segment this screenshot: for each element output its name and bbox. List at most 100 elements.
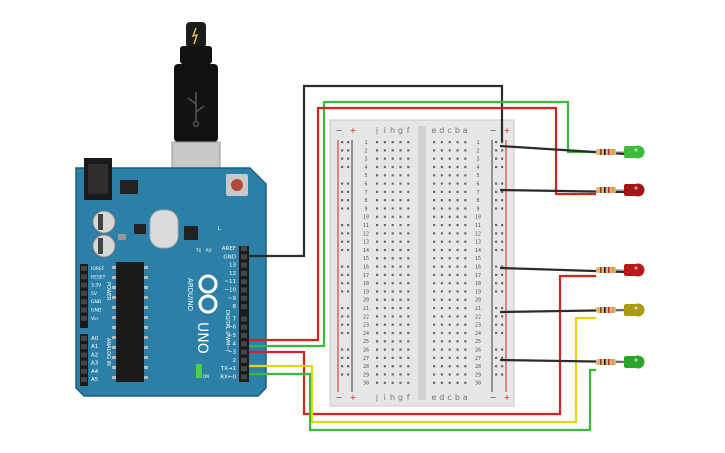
tie-hole[interactable] [456, 365, 459, 368]
rail-hole[interactable] [495, 207, 498, 210]
tie-hole[interactable] [376, 257, 379, 260]
rail-hole[interactable] [495, 190, 498, 193]
tie-hole[interactable] [383, 257, 386, 260]
tie-hole[interactable] [448, 215, 451, 218]
tie-hole[interactable] [407, 323, 410, 326]
tie-hole[interactable] [456, 323, 459, 326]
pin-d4[interactable] [241, 341, 247, 347]
tie-hole[interactable] [440, 174, 443, 177]
tie-hole[interactable] [407, 290, 410, 293]
tie-hole[interactable] [376, 315, 379, 318]
tie-hole[interactable] [440, 290, 443, 293]
pin-d12[interactable] [241, 270, 247, 276]
power-pin[interactable] [81, 266, 87, 271]
led-1[interactable] [596, 145, 645, 159]
tie-hole[interactable] [448, 282, 451, 285]
rail-hole[interactable] [501, 199, 504, 202]
tie-hole[interactable] [376, 298, 379, 301]
tie-hole[interactable] [399, 248, 402, 252]
rail-hole[interactable] [347, 182, 350, 185]
pin-d1[interactable] [241, 366, 247, 372]
pin-d0[interactable] [241, 374, 247, 380]
tie-hole[interactable] [464, 307, 467, 310]
rail-hole[interactable] [495, 348, 498, 351]
rail-hole[interactable] [341, 248, 344, 252]
tie-hole[interactable] [456, 265, 459, 268]
tie-hole[interactable] [383, 182, 386, 185]
tie-hole[interactable] [456, 356, 459, 359]
tie-hole[interactable] [391, 365, 394, 368]
rail-hole[interactable] [495, 373, 498, 376]
tie-hole[interactable] [391, 232, 394, 235]
tie-hole[interactable] [448, 340, 451, 343]
rail-hole[interactable] [341, 348, 344, 351]
tie-hole[interactable] [391, 174, 394, 177]
rail-hole[interactable] [347, 282, 350, 285]
tie-hole[interactable] [448, 141, 451, 144]
tie-hole[interactable] [440, 240, 443, 243]
rail-hole[interactable] [347, 356, 350, 359]
led-2[interactable] [596, 183, 645, 197]
tie-hole[interactable] [440, 141, 443, 144]
tie-hole[interactable] [433, 199, 436, 202]
power-pin[interactable] [81, 282, 87, 288]
tie-hole[interactable] [448, 199, 451, 202]
tie-hole[interactable] [383, 248, 386, 252]
tie-hole[interactable] [376, 215, 379, 218]
tie-hole[interactable] [456, 207, 459, 210]
rail-hole[interactable] [347, 365, 350, 368]
rail-hole[interactable] [501, 323, 504, 326]
rail-hole[interactable] [501, 273, 504, 276]
tie-hole[interactable] [456, 307, 459, 310]
tie-hole[interactable] [440, 348, 443, 351]
tie-hole[interactable] [399, 307, 402, 310]
tie-hole[interactable] [456, 248, 459, 252]
tie-hole[interactable] [440, 340, 443, 343]
tie-hole[interactable] [391, 298, 394, 301]
tie-hole[interactable] [407, 340, 410, 343]
tie-hole[interactable] [464, 174, 467, 177]
power-pin[interactable] [81, 290, 87, 296]
tie-hole[interactable] [456, 340, 459, 343]
tie-hole[interactable] [407, 199, 410, 202]
rail-hole[interactable] [341, 356, 344, 359]
tie-hole[interactable] [440, 232, 443, 235]
tie-hole[interactable] [383, 265, 386, 268]
rail-hole[interactable] [501, 157, 504, 160]
rail-hole[interactable] [341, 315, 344, 318]
tie-hole[interactable] [448, 190, 451, 193]
tie-hole[interactable] [464, 182, 467, 185]
tie-hole[interactable] [399, 373, 402, 376]
tie-hole[interactable] [391, 348, 394, 351]
tie-hole[interactable] [407, 182, 410, 185]
tie-hole[interactable] [464, 356, 467, 359]
rail-hole[interactable] [501, 149, 504, 152]
tie-hole[interactable] [407, 331, 410, 335]
rail-hole[interactable] [501, 224, 504, 227]
tie-hole[interactable] [391, 240, 394, 243]
rail-hole[interactable] [495, 248, 498, 252]
tie-hole[interactable] [464, 224, 467, 227]
rail-hole[interactable] [347, 290, 350, 293]
tie-hole[interactable] [391, 207, 394, 210]
tie-hole[interactable] [399, 348, 402, 351]
tie-hole[interactable] [433, 323, 436, 326]
tie-hole[interactable] [448, 165, 451, 169]
tie-hole[interactable] [376, 290, 379, 293]
tie-hole[interactable] [391, 182, 394, 185]
tie-hole[interactable] [383, 365, 386, 368]
tie-hole[interactable] [433, 257, 436, 260]
tie-hole[interactable] [456, 182, 459, 185]
tie-hole[interactable] [407, 381, 410, 384]
rail-hole[interactable] [501, 307, 504, 310]
tie-hole[interactable] [464, 141, 467, 144]
tie-hole[interactable] [464, 257, 467, 260]
tie-hole[interactable] [391, 224, 394, 227]
tie-hole[interactable] [448, 182, 451, 185]
tie-hole[interactable] [383, 282, 386, 285]
tie-hole[interactable] [433, 224, 436, 227]
tie-hole[interactable] [448, 381, 451, 384]
tie-hole[interactable] [440, 182, 443, 185]
tie-hole[interactable] [407, 174, 410, 177]
tie-hole[interactable] [407, 149, 410, 152]
